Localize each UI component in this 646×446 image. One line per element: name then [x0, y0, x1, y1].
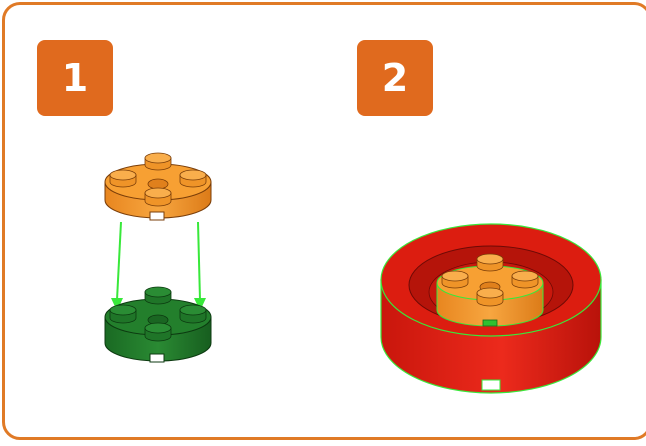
- green-round-plate-2x2-icon: [104, 286, 212, 363]
- step-2-number: 2: [381, 56, 409, 100]
- step-2-badge: 2: [357, 40, 433, 116]
- red-round-ring-with-orange-plate-icon: [380, 223, 602, 394]
- orange-round-plate-2x2-icon: [104, 152, 212, 221]
- step-1-badge: 1: [37, 40, 113, 116]
- step-1-number: 1: [61, 56, 89, 100]
- green-down-arrow-icon: [111, 221, 206, 311]
